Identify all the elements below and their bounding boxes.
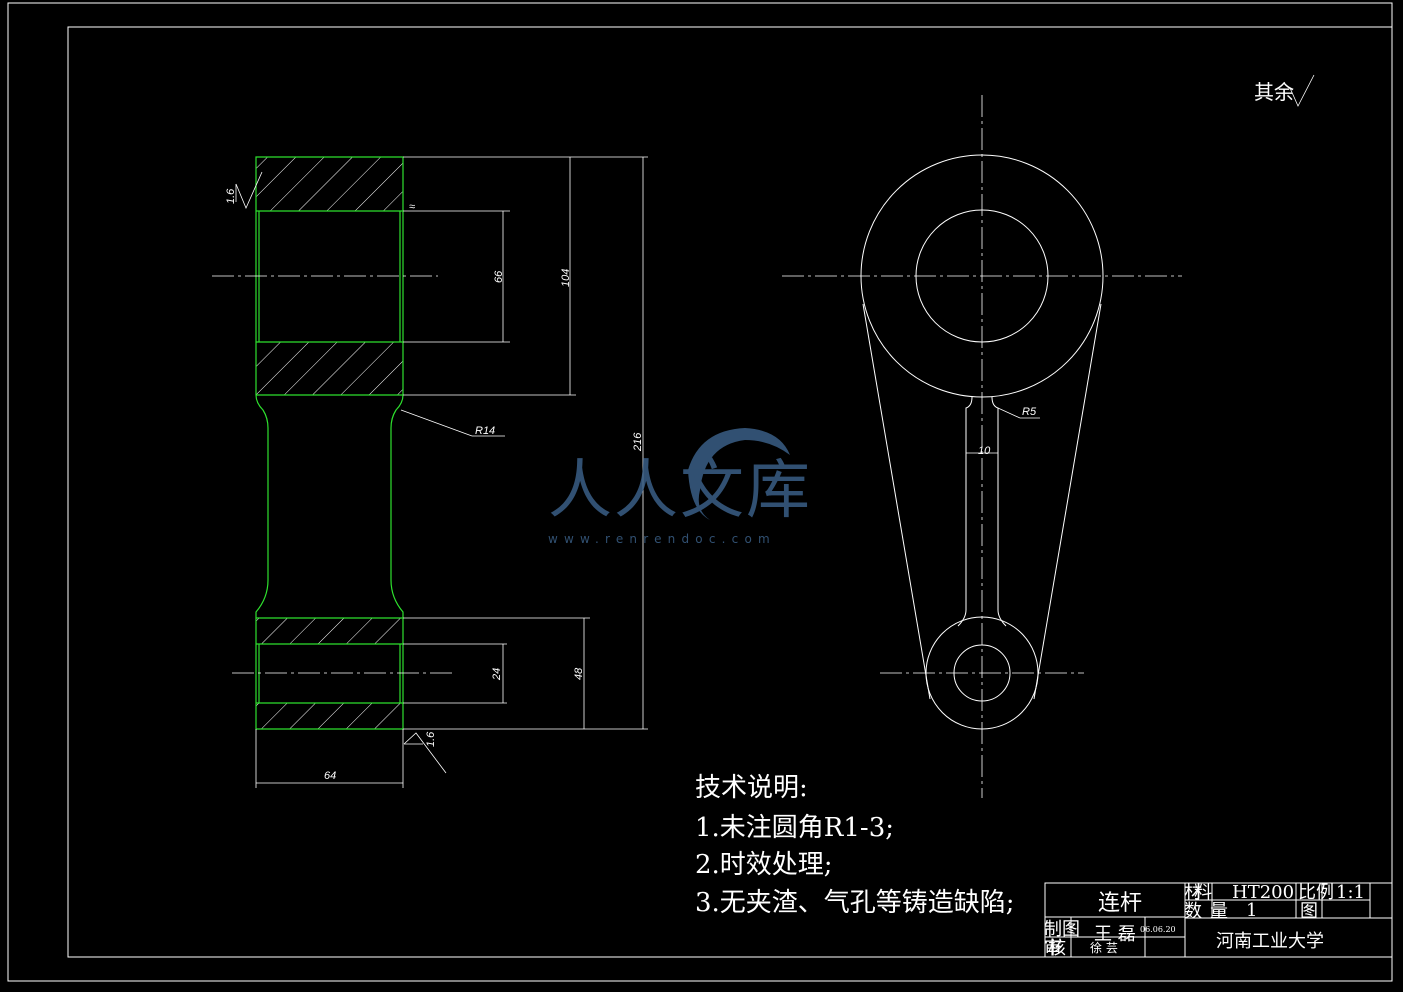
quantity-value: 1: [1246, 900, 1257, 921]
title-block: 连杆 材料 HT200 比例 1:1 数量 1 图 制图 王 磊 06.06.2…: [1044, 882, 1393, 959]
watermark-url: www.renrendoc.com: [548, 532, 776, 546]
svg-text:≈: ≈: [409, 201, 415, 213]
note-item-2: 2.时效处理;: [695, 850, 833, 880]
dim-R5: R5: [1022, 406, 1037, 418]
drawn-date: 06.06.20: [1140, 925, 1176, 934]
section-view: ≈ 1.6 66 104 216 R14 24 48 64 1.6: [212, 156, 648, 788]
note-item-1: 1.未注圆角R1-3;: [695, 813, 894, 843]
dim-10: 10: [978, 445, 991, 457]
checked-by: 徐 芸: [1090, 940, 1118, 955]
school-name: 河南工业大学: [1216, 931, 1324, 952]
drawn-label: 制图: [1044, 919, 1080, 940]
watermark-swoosh: [688, 428, 790, 520]
watermark: 人人文库 www.renrendoc.com: [548, 428, 812, 546]
front-view: R5 10: [782, 95, 1182, 798]
dim-66: 66: [493, 270, 505, 283]
quantity-label: 数量: [1184, 901, 1228, 922]
dim-48: 48: [573, 667, 585, 680]
hatch-bottom-upper: [256, 618, 403, 644]
hatch-top-upper: [256, 157, 403, 211]
watermark-text: 人人文库: [548, 454, 812, 528]
surface-finish-text: 其余: [1254, 80, 1294, 104]
hatch-bottom-lower: [256, 703, 403, 729]
drawing-no-label: 图: [1300, 901, 1318, 922]
checked-label: 审核: [1044, 938, 1066, 959]
scale-value: 1:1: [1336, 882, 1365, 903]
material-value: HT200: [1232, 882, 1294, 903]
note-item-3: 3.无夹渣、气孔等铸造缺陷;: [695, 888, 1015, 918]
dim-24: 24: [491, 668, 503, 681]
hatch-top-lower: [256, 342, 403, 395]
dim-R14: R14: [475, 425, 495, 437]
drawn-by: 王 磊: [1094, 924, 1136, 945]
scale-label: 比例: [1298, 882, 1334, 903]
dim-216: 216: [632, 432, 644, 452]
dim-1-6-top: 1.6: [225, 188, 237, 204]
surface-finish-note: 其余: [1254, 74, 1315, 107]
dim-1-6-bottom: 1.6: [425, 731, 437, 747]
notes-title: 技术说明:: [695, 773, 808, 803]
dim-64: 64: [324, 770, 336, 782]
inner-border: [67, 26, 1393, 958]
dim-104: 104: [560, 269, 572, 287]
technical-notes: 技术说明: 1.未注圆角R1-3; 2.时效处理; 3.无夹渣、气孔等铸造缺陷;: [695, 773, 1015, 918]
material-label: 材料: [1184, 882, 1212, 903]
part-name: 连杆: [1098, 891, 1142, 916]
